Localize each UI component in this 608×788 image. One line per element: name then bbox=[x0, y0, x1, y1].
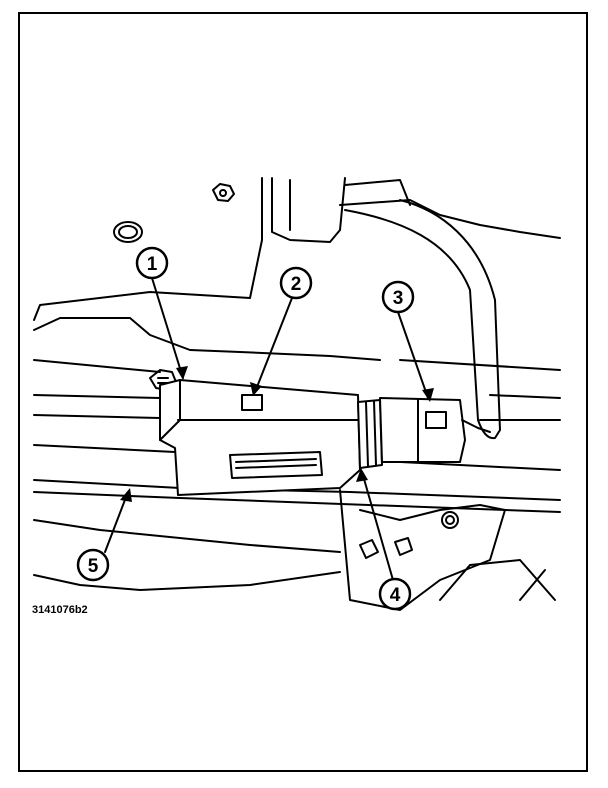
module-body bbox=[159, 379, 361, 496]
leader-lines bbox=[104, 277, 434, 581]
connector-plug bbox=[379, 397, 491, 463]
vehicle-frame-background bbox=[33, 177, 561, 611]
svg-text:4: 4 bbox=[390, 585, 401, 606]
svg-text:2: 2 bbox=[291, 274, 302, 295]
svg-text:1: 1 bbox=[147, 254, 158, 275]
callout-5: 5 bbox=[76, 548, 110, 582]
svg-text:3: 3 bbox=[393, 288, 404, 309]
connector-collar bbox=[357, 399, 383, 469]
callout-3: 3 bbox=[381, 280, 415, 314]
svg-text:5: 5 bbox=[88, 556, 99, 577]
callout-2: 2 bbox=[279, 266, 313, 300]
figure-id-label: 3141076b2 bbox=[32, 604, 88, 616]
callout-4: 4 bbox=[378, 577, 412, 611]
callout-1: 1 bbox=[135, 246, 169, 280]
